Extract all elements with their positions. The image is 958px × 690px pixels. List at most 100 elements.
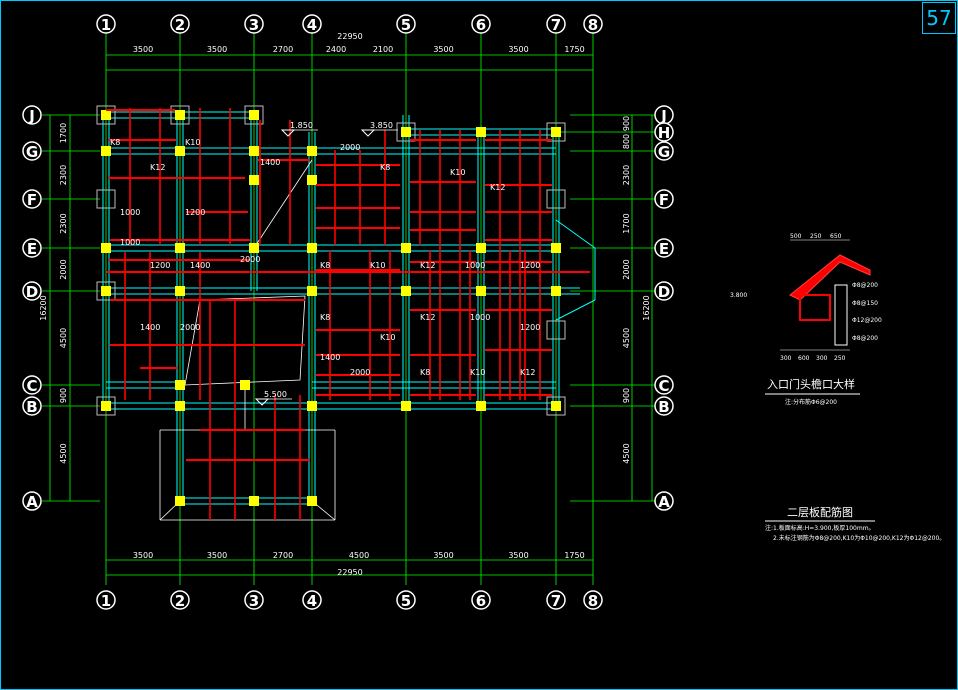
plan-note-0: 注:1.板面标高:H=3.900,板厚100mm。 — [765, 524, 875, 532]
svg-text:4: 4 — [307, 592, 317, 610]
svg-text:3: 3 — [249, 592, 259, 610]
slab-label-24: 1000 — [470, 313, 490, 322]
dim-top-total: 22950 — [337, 32, 362, 41]
dim-top-7: 1750 — [564, 45, 584, 54]
svg-text:5: 5 — [401, 592, 411, 610]
svg-text:7: 7 — [551, 592, 561, 610]
detail-note-3: Φ8@200 — [852, 335, 878, 342]
column-6 — [101, 146, 111, 156]
svg-text:4: 4 — [307, 16, 317, 34]
detail-dim-bottom-3: 250 — [834, 355, 846, 362]
slab-label-9: K12 — [490, 183, 505, 192]
axis-bubble-right-E: E — [654, 238, 674, 258]
axis-bubble-bottom-4: 4 — [302, 590, 322, 610]
slab-label-17: 1000 — [465, 261, 485, 270]
slab-label-6: 2000 — [340, 143, 360, 152]
dim-bottom-2: 2700 — [273, 551, 293, 560]
dim-top-5: 3500 — [433, 45, 453, 54]
column-5 — [551, 127, 561, 137]
axis-bubble-top-8: 8 — [583, 14, 603, 34]
slab-label-26: 1400 — [320, 353, 340, 362]
slab-label-20: 2000 — [180, 323, 200, 332]
dim-top-6: 3500 — [508, 45, 528, 54]
axis-bubble-top-3: 3 — [244, 14, 264, 34]
slab-label-25: 1200 — [520, 323, 540, 332]
axis-bubble-top-5: 5 — [396, 14, 416, 34]
detail-eave-box — [799, 294, 831, 321]
detail-title: 入口门头檐口大样 — [767, 377, 855, 391]
column-24 — [551, 286, 561, 296]
column-1 — [175, 110, 185, 120]
svg-text:5: 5 — [401, 16, 411, 34]
column-12 — [101, 243, 111, 253]
axis-bubble-top-6: 6 — [471, 14, 491, 34]
column-18 — [551, 243, 561, 253]
axis-bubble-right-F: F — [654, 189, 674, 209]
column-outline-6 — [96, 281, 116, 301]
axis-bubble-left-D: D — [22, 281, 42, 301]
dim-left-2: 2300 — [59, 213, 68, 233]
axis-bubble-right-D: D — [654, 281, 674, 301]
svg-text:E: E — [27, 240, 37, 258]
dim-right-7: 4500 — [622, 443, 631, 463]
elevation-marker-0 — [280, 129, 296, 137]
axis-bubble-left-C: C — [22, 375, 42, 395]
svg-text:C: C — [658, 377, 669, 395]
elevation-0: 1.850 — [290, 121, 313, 130]
axis-bubble-right-A: A — [654, 491, 674, 511]
slab-label-7: K8 — [380, 163, 390, 172]
column-outline-4 — [546, 122, 566, 142]
column-31 — [476, 401, 486, 411]
axis-bubble-right-J: J — [654, 105, 674, 125]
svg-text:2: 2 — [175, 592, 185, 610]
column-4 — [476, 127, 486, 137]
axis-bubble-bottom-3: 3 — [244, 590, 264, 610]
svg-text:8: 8 — [588, 592, 598, 610]
svg-text:D: D — [658, 283, 670, 301]
dim-left-1: 2300 — [59, 165, 68, 185]
axis-bubble-left-E: E — [22, 238, 42, 258]
svg-text:B: B — [658, 398, 669, 416]
elevation-marker-1 — [360, 129, 376, 137]
detail-note-0: Φ8@200 — [852, 282, 878, 289]
column-outline-8 — [546, 189, 566, 209]
dim-left-4: 4500 — [59, 328, 68, 348]
dim-top-3: 2400 — [326, 45, 346, 54]
stair-diagonal — [253, 159, 313, 249]
detail-note-1: Φ8@150 — [852, 300, 878, 307]
detail-note-2: Φ12@200 — [852, 317, 882, 324]
column-outline-2 — [244, 105, 264, 125]
dim-bottom-total: 22950 — [337, 568, 362, 577]
dim-left-total: 16200 — [39, 295, 48, 320]
slab-label-27: 2000 — [350, 368, 370, 377]
slab-label-23: K12 — [420, 313, 435, 322]
svg-text:1: 1 — [101, 592, 111, 610]
axis-bubble-top-4: 4 — [302, 14, 322, 34]
column-3 — [401, 127, 411, 137]
axis-bubble-left-A: A — [22, 491, 42, 511]
svg-text:8: 8 — [588, 16, 598, 34]
column-13 — [175, 243, 185, 253]
dim-left-5: 900 — [59, 388, 68, 403]
column-9 — [307, 146, 317, 156]
svg-text:H: H — [658, 124, 671, 142]
column-outline-7 — [96, 396, 116, 416]
column-7 — [175, 146, 185, 156]
column-22 — [401, 286, 411, 296]
axis-bubble-left-F: F — [22, 189, 42, 209]
svg-text:J: J — [28, 107, 35, 125]
dim-right-5: 4500 — [622, 328, 631, 348]
column-0 — [101, 110, 111, 120]
axis-bubble-top-2: 2 — [170, 14, 190, 34]
column-11 — [307, 175, 317, 185]
slab-label-3: 1000 — [120, 208, 140, 217]
dim-left-6: 4500 — [59, 443, 68, 463]
dim-right-3: 1700 — [622, 213, 631, 233]
axis-bubble-bottom-5: 5 — [396, 590, 416, 610]
detail-wall — [834, 284, 848, 346]
column-23 — [476, 286, 486, 296]
axis-bubble-bottom-1: 1 — [96, 590, 116, 610]
column-30 — [401, 401, 411, 411]
dim-right-2: 2300 — [622, 165, 631, 185]
dim-bottom-4: 3500 — [433, 551, 453, 560]
